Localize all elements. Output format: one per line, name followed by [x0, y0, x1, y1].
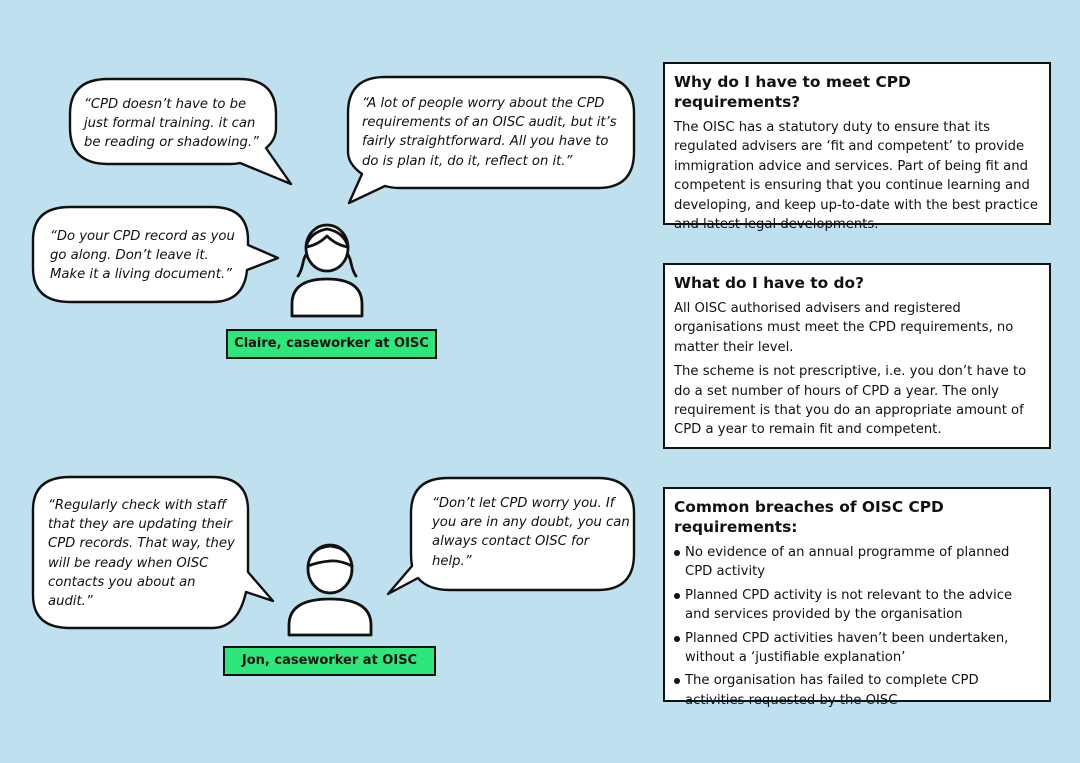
info-box-paragraph: All OISC authorised advisers and registe… [674, 301, 1014, 355]
info-box-title: Why do I have to meet CPD requirements? [674, 73, 911, 111]
info-box-what: What do I have to do? All OISC authorise… [663, 263, 1051, 449]
info-box-why: Why do I have to meet CPD requirements? … [663, 62, 1051, 232]
list-item: The organisation has failed to complete … [674, 671, 1039, 710]
quote-jon-2: “Don’t let CPD worry you. If you are in … [432, 496, 630, 569]
speech-bubble-2 [346, 75, 636, 205]
quote-claire-1: “CPD doesn’t have to be just formal trai… [84, 97, 259, 151]
info-box-breaches: Common breaches of OISC CPD requirements… [663, 487, 1051, 708]
name-tag-jon: Jon, caseworker at OISC [223, 646, 436, 676]
quote-claire-2: “A lot of people worry about the CPD req… [362, 96, 617, 169]
info-box-title: Common breaches of OISC CPD requirements… [674, 498, 944, 536]
speech-bubble-3 [31, 205, 280, 304]
name-tag-claire: Claire, caseworker at OISC [226, 329, 437, 359]
quote-claire-3: “Do your CPD record as you go along. Don… [50, 229, 235, 283]
list-item: No evidence of an annual programme of pl… [674, 543, 1039, 582]
list-item: Planned CPD activity is not relevant to … [674, 586, 1039, 625]
speech-bubble-1 [68, 77, 293, 186]
info-box-paragraph: The scheme is not prescriptive, i.e. you… [674, 364, 1027, 438]
man-avatar-icon [287, 543, 373, 637]
speech-bubble-5 [386, 476, 636, 596]
breaches-list: No evidence of an annual programme of pl… [674, 543, 1039, 710]
woman-avatar-icon [290, 223, 364, 318]
list-item: Planned CPD activities haven’t been unde… [674, 629, 1039, 668]
info-box-title: What do I have to do? [674, 274, 865, 292]
info-box-paragraph: The OISC has a statutory duty to ensure … [674, 120, 1038, 233]
quote-jon-1: “Regularly check with staff that they ar… [48, 498, 235, 610]
speech-bubble-4 [31, 475, 275, 630]
